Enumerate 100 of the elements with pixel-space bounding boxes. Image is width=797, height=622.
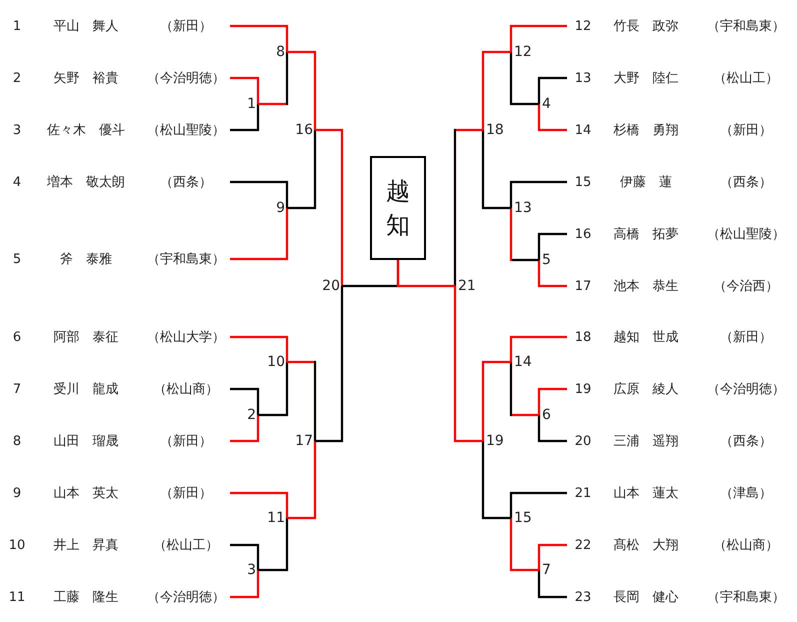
match-number: 2 (247, 406, 256, 424)
school-name: （松山商） (152, 381, 220, 398)
player-name: 髙松 大翔 (612, 537, 680, 554)
bracket-line (510, 24, 567, 52)
match-number: 13 (514, 199, 532, 217)
bracket-line (230, 336, 288, 362)
bracket-line (538, 76, 567, 104)
player-name: 矢野 裕貴 (52, 70, 120, 87)
match-number: 11 (267, 509, 285, 527)
bracket-line (510, 52, 539, 106)
school-name: （今治明徳） (706, 381, 786, 398)
bracket-line (230, 180, 288, 208)
school-name: （西条） (719, 433, 773, 450)
match-number: 3 (247, 561, 256, 579)
bracket-line (482, 50, 511, 130)
bracket-line (538, 415, 567, 442)
school-name: （新田） (719, 329, 773, 346)
seed-number: 18 (574, 330, 592, 344)
match-number: 17 (295, 432, 313, 450)
school-name: （津島） (719, 485, 773, 502)
bracket-line (538, 232, 567, 260)
seed-number: 16 (574, 226, 592, 242)
bracket-line (510, 492, 567, 518)
player-name: 斧 泰雅 (59, 251, 113, 268)
bracket-line (454, 128, 483, 286)
seed-number: 4 (12, 174, 22, 190)
match-number: 7 (542, 561, 551, 579)
match-number: 20 (322, 277, 340, 295)
seed-number: 10 (8, 538, 26, 552)
bracket-line (230, 104, 260, 132)
bracket-line (482, 360, 511, 441)
school-name: （今治西） (712, 278, 780, 295)
bracket-line (315, 286, 344, 442)
seed-number: 12 (574, 18, 592, 34)
bracket-line (230, 492, 288, 518)
match-number: 10 (267, 353, 285, 371)
seed-number: 3 (12, 122, 22, 138)
bracket-line (258, 518, 288, 572)
player-name: 山本 蓮太 (612, 485, 680, 502)
school-name: （新田） (719, 122, 773, 139)
player-name: 大野 陸仁 (612, 70, 680, 87)
player-name: 高橋 拓夢 (612, 226, 680, 243)
bracket-line (510, 362, 539, 416)
seed-number: 2 (12, 70, 22, 86)
match-number: 15 (514, 509, 532, 527)
bracket-line (287, 130, 316, 210)
seed-number: 5 (12, 252, 22, 266)
bracket-line (230, 208, 288, 260)
seed-number: 20 (574, 434, 592, 448)
seed-number: 9 (12, 486, 22, 500)
match-number: 6 (542, 406, 551, 424)
seed-number: 15 (574, 174, 592, 190)
school-name: （今治明徳） (146, 589, 226, 606)
player-name: 伊藤 蓮 (619, 174, 673, 191)
bracket-line (538, 104, 567, 132)
champion-box (370, 156, 426, 260)
player-name: 佐々木 優斗 (46, 122, 126, 139)
seed-number: 13 (574, 70, 592, 86)
seed-number: 22 (574, 538, 592, 552)
seed-number: 11 (8, 590, 26, 604)
school-name: （新田） (159, 433, 213, 450)
match-number: 1 (247, 95, 256, 113)
seed-number: 8 (12, 434, 22, 448)
seed-number: 21 (574, 486, 592, 500)
seed-number: 14 (574, 122, 592, 138)
seed-number: 23 (574, 590, 592, 604)
match-number: 21 (458, 277, 476, 295)
seed-number: 19 (574, 382, 592, 396)
player-name: 山本 英太 (52, 485, 120, 502)
school-name: （西条） (719, 174, 773, 191)
school-name: （新田） (159, 18, 213, 35)
seed-number: 6 (12, 330, 22, 344)
match-number: 16 (295, 121, 313, 139)
bracket-line (482, 441, 511, 520)
bracket-line (538, 544, 567, 570)
school-name: （松山大学） (146, 329, 226, 346)
bracket-line (287, 50, 316, 130)
school-name: （松山商） (712, 537, 780, 554)
match-number: 18 (486, 121, 504, 139)
bracket-line (287, 360, 316, 441)
player-name: 増本 敬太朗 (46, 174, 126, 191)
school-name: （今治明徳） (146, 70, 226, 87)
match-number: 9 (276, 199, 285, 217)
seed-number: 7 (12, 382, 22, 396)
player-name: 竹長 政弥 (612, 18, 680, 35)
player-name: 工藤 隆生 (52, 589, 120, 606)
school-name: （西条） (159, 174, 213, 191)
player-name: 三浦 遥翔 (612, 433, 680, 450)
player-name: 阿部 泰征 (52, 329, 120, 346)
player-name: 越知 世成 (612, 329, 680, 346)
bracket-line (230, 24, 288, 52)
bracket-line (287, 441, 316, 520)
bracket-line (454, 286, 483, 442)
bracket-line (230, 570, 260, 598)
match-number: 5 (542, 251, 551, 269)
bracket-line (230, 415, 260, 442)
player-name: 井上 昇真 (52, 537, 120, 554)
school-name: （新田） (159, 485, 213, 502)
bracket-line (230, 76, 260, 104)
school-name: （宇和島東） (706, 589, 786, 606)
